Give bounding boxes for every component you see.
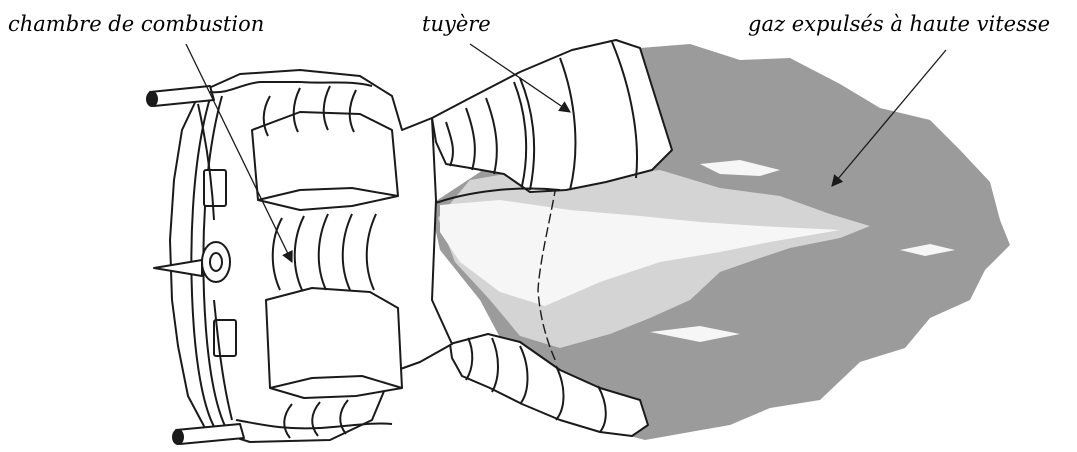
pipe-bottom xyxy=(176,424,244,444)
combustion-chamber xyxy=(170,70,452,442)
bracket-upper xyxy=(204,170,226,206)
label-exhaust-gas: gaz expulsés à haute vitesse xyxy=(748,14,1050,35)
label-combustion-chamber: chambre de combustion xyxy=(8,14,264,35)
center-hub xyxy=(202,242,230,282)
label-nozzle: tuyère xyxy=(422,14,491,35)
